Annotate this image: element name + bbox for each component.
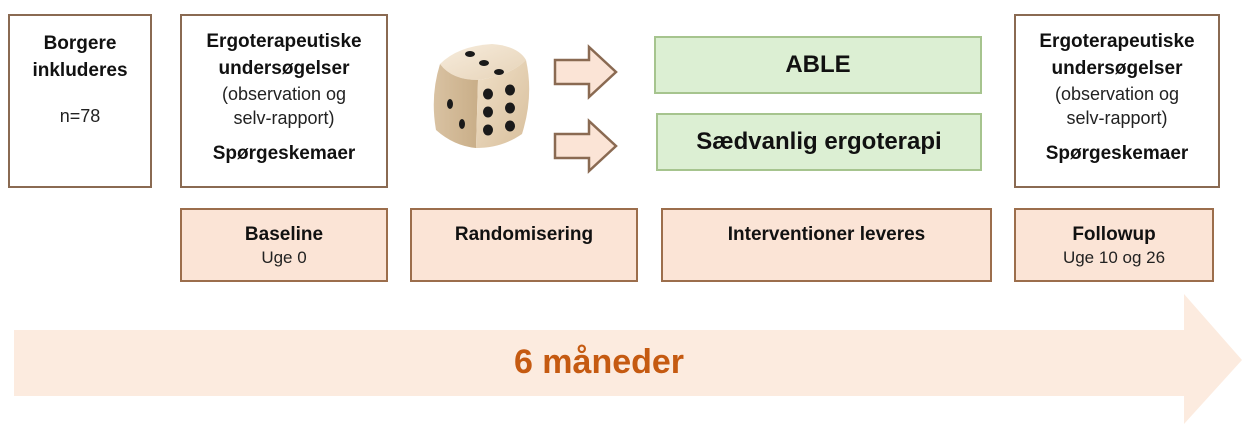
baseline-exam-sub1: (observation og [221, 84, 347, 104]
followup-exam-sub2: selv-rapport) [1066, 108, 1168, 128]
baseline-exam-box: Ergoterapeutiske undersøgelser (observat… [180, 14, 388, 188]
phase-followup: Followup Uge 10 og 26 [1014, 208, 1214, 282]
timeline-label: 6 måneder [513, 343, 685, 381]
baseline-exam-title2: undersøgelser [218, 58, 350, 79]
baseline-exam-title1: Ergoterapeutiske [206, 31, 362, 52]
arm-usual-care-label: Sædvanlig ergoterapi [696, 128, 942, 155]
phase-randomisering-title: Randomisering [454, 224, 594, 245]
inclusion-count: n=78 [59, 106, 101, 126]
phase-baseline-sub: Uge 0 [261, 248, 307, 267]
followup-exam-extra: Spørgeskemaer [1045, 143, 1189, 164]
inclusion-box: Borgere inkluderes n=78 [8, 14, 152, 188]
followup-exam-box: Ergoterapeutiske undersøgelser (observat… [1014, 14, 1220, 188]
inclusion-line1: Borgere [43, 33, 117, 54]
arm-usual-care: Sædvanlig ergoterapi [656, 113, 982, 171]
phase-followup-title: Followup [1072, 224, 1156, 245]
phase-followup-sub: Uge 10 og 26 [1062, 248, 1166, 267]
phase-randomisering: Randomisering [410, 208, 638, 282]
arm-able: ABLE [654, 36, 982, 94]
followup-exam-sub1: (observation og [1054, 84, 1180, 104]
phase-baseline: Baseline Uge 0 [180, 208, 388, 282]
arrow-right-icon [553, 44, 618, 100]
inclusion-line2: inkluderes [32, 60, 128, 81]
baseline-exam-extra: Spørgeskemaer [212, 143, 356, 164]
timeline-arrow [14, 294, 1242, 424]
dice-icon [433, 44, 530, 148]
followup-exam-title2: undersøgelser [1051, 58, 1183, 79]
followup-exam-title1: Ergoterapeutiske [1039, 31, 1195, 52]
baseline-exam-sub2: selv-rapport) [233, 108, 335, 128]
phase-baseline-title: Baseline [244, 224, 324, 245]
arm-able-label: ABLE [785, 51, 851, 78]
phase-intervention-title: Interventioner leveres [727, 224, 926, 245]
phase-intervention: Interventioner leveres [661, 208, 992, 282]
arrow-right-icon [553, 118, 618, 174]
